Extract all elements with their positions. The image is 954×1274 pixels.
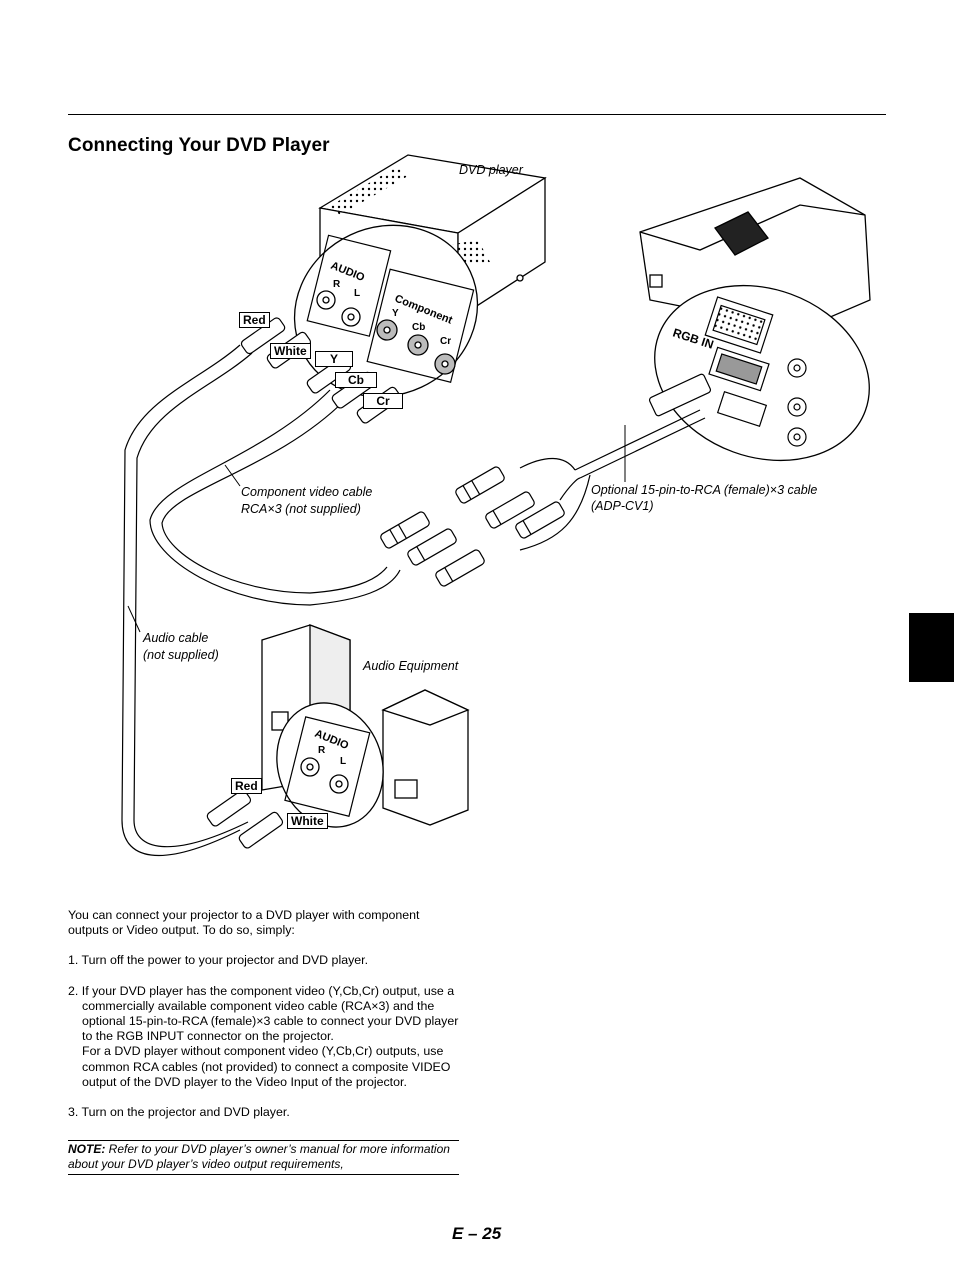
top-rule	[68, 114, 886, 115]
cables	[121, 344, 706, 856]
dvd-l-label: L	[354, 288, 360, 299]
tag-cr: Cr	[363, 393, 403, 409]
tag-y: Y	[315, 351, 353, 367]
instructions: You can connect your projector to a DVD …	[68, 908, 460, 1120]
optional-cable-caption-2: (ADP-CV1)	[591, 499, 654, 513]
audio-equipment-caption: Audio Equipment	[363, 659, 459, 673]
dvd-r-label: R	[333, 279, 341, 290]
audio-zoom-panel: AUDIO R L	[206, 702, 384, 849]
chapter-tab-marker	[909, 613, 954, 682]
component-cable-caption-2: RCA×3 (not supplied)	[241, 502, 361, 516]
optional-cable-caption-1: Optional 15-pin-to-RCA (female)×3 cable	[591, 483, 818, 497]
ae-l-label: L	[340, 756, 346, 767]
dvd-zoom-panel: AUDIO R L Component Y Cb Cr	[293, 224, 479, 398]
projector-zoom-panel: RGB IN	[654, 284, 870, 462]
ae-r-label: R	[318, 745, 326, 756]
projector-illustration	[639, 177, 871, 331]
component-cable-caption-1: Component video cable	[241, 485, 373, 499]
audio-cable-caption-2: (not supplied)	[143, 648, 219, 662]
connection-diagram: AUDIO R L Component Y Cb Cr RGB IN	[121, 154, 871, 856]
dvd-player-caption: DVD player	[459, 163, 523, 177]
audio-cable-caption-1: Audio cable	[143, 631, 209, 645]
note-label: NOTE:	[68, 1142, 106, 1156]
dvd-cb-label: Cb	[412, 322, 425, 333]
dvd-cr-label: Cr	[440, 336, 451, 347]
tag-red-dvd: Red	[239, 312, 270, 328]
page-number: E – 25	[452, 1224, 502, 1243]
section-title: Connecting Your DVD Player	[68, 135, 330, 156]
note-text: Refer to your DVD player’s owner’s manua…	[68, 1142, 450, 1171]
tag-cb: Cb	[335, 372, 377, 388]
dvd-y-label: Y	[392, 308, 399, 319]
note-box: NOTE: Refer to your DVD player’s owner’s…	[68, 1140, 459, 1175]
step-3: 3. Turn on the projector and DVD player.	[68, 1105, 290, 1120]
rca-plugs	[380, 373, 712, 587]
tag-white-audio: White	[287, 813, 328, 829]
step-2-a: 2. If your DVD player has the component …	[68, 983, 459, 1044]
step-1: 1. Turn off the power to your projector …	[68, 953, 369, 968]
intro-paragraph: You can connect your projector to a DVD …	[68, 908, 420, 938]
step-2-b: For a DVD player without component video…	[82, 1044, 451, 1089]
tag-red-audio: Red	[231, 778, 262, 794]
tag-white-dvd: White	[270, 343, 311, 359]
